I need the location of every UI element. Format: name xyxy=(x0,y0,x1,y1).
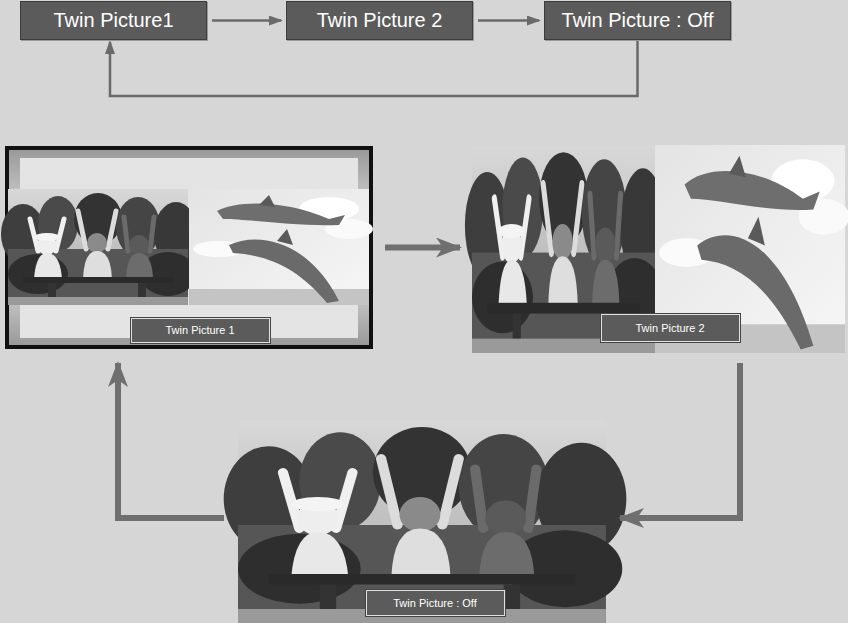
mode-box: Twin Picture 2 xyxy=(286,1,473,40)
tv-screen: Twin Picture 1 xyxy=(5,146,373,349)
flow-arrow xyxy=(212,19,281,22)
flow-arrow xyxy=(110,40,638,96)
screen-label: Twin Picture 1 xyxy=(131,318,270,343)
mode-box: Twin Picture1 xyxy=(20,1,207,40)
tv-screen: Twin Picture 2 xyxy=(472,145,845,353)
mode-box: Twin Picture : Off xyxy=(544,1,731,40)
flow-arrow xyxy=(385,245,460,251)
mode-label: Twin Picture1 xyxy=(53,9,173,32)
mode-label: Twin Picture : Off xyxy=(562,9,714,32)
flow-arrow xyxy=(620,363,740,518)
screen-label: Twin Picture 2 xyxy=(601,314,740,342)
flow-arrow xyxy=(478,19,539,22)
screen-label: Twin Picture : Off xyxy=(366,590,505,616)
tv-screen: Twin Picture : Off xyxy=(238,420,606,623)
mode-label: Twin Picture 2 xyxy=(317,9,443,32)
flow-arrow xyxy=(118,363,224,518)
